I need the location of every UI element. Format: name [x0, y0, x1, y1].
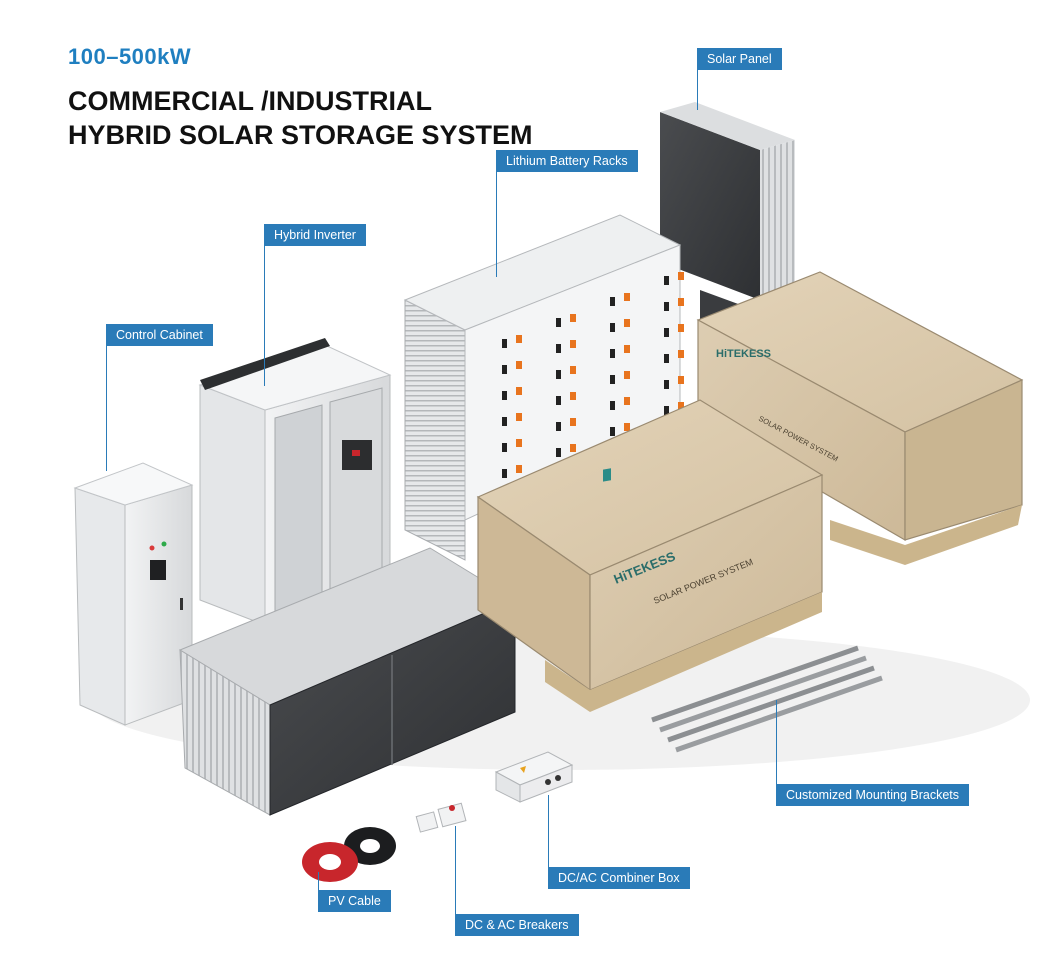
- battery-terminal: [624, 397, 630, 405]
- battery-terminal: [624, 293, 630, 301]
- battery-terminal: [624, 345, 630, 353]
- callout-hybrid-inverter: Hybrid Inverter: [264, 224, 366, 246]
- battery-terminal: [624, 319, 630, 327]
- leader-mounting-brackets: [776, 700, 777, 784]
- battery-terminal: [570, 340, 576, 348]
- battery-terminal: [678, 324, 684, 332]
- mounting-brackets: [651, 645, 883, 753]
- battery-terminal: [570, 444, 576, 452]
- callout-control-cabinet: Control Cabinet: [106, 324, 213, 346]
- battery-connector: [556, 344, 561, 353]
- breakers: [415, 802, 467, 833]
- pv-cables: [302, 827, 396, 882]
- callout-pv-cable: PV Cable: [318, 890, 391, 912]
- battery-connector: [556, 422, 561, 431]
- battery-terminal: [516, 335, 522, 343]
- battery-connector: [556, 396, 561, 405]
- leader-combiner-box: [548, 795, 549, 867]
- battery-connector: [664, 276, 669, 285]
- battery-terminal: [570, 418, 576, 426]
- battery-terminal: [516, 387, 522, 395]
- battery-terminal: [570, 314, 576, 322]
- hybrid-inverter: [198, 338, 392, 626]
- battery-terminal: [570, 392, 576, 400]
- battery-terminal: [678, 402, 684, 410]
- leader-pv-cable: [318, 872, 319, 890]
- battery-connector: [610, 297, 615, 306]
- battery-connector: [664, 380, 669, 389]
- battery-connector: [556, 370, 561, 379]
- battery-connector: [502, 443, 507, 452]
- battery-connector: [664, 406, 669, 415]
- battery-terminal: [516, 439, 522, 447]
- front-crate: HiTEKESS SOLAR POWER SYSTEM: [476, 399, 824, 712]
- callout-solar-panel: Solar Panel: [697, 48, 782, 70]
- battery-terminal: [516, 361, 522, 369]
- battery-connector: [610, 349, 615, 358]
- battery-terminal: [678, 350, 684, 358]
- solar-module-block: [178, 547, 517, 816]
- leader-hybrid-inverter: [264, 246, 265, 386]
- battery-terminal: [678, 298, 684, 306]
- battery-connector: [664, 354, 669, 363]
- battery-terminal: [678, 272, 684, 280]
- power-range-subtitle: 100–500kW: [68, 44, 192, 69]
- battery-connector: [502, 469, 507, 478]
- battery-connector: [610, 427, 615, 436]
- battery-connector: [664, 328, 669, 337]
- battery-terminal: [624, 423, 630, 431]
- title-line-2: HYBRID SOLAR STORAGE SYSTEM: [68, 120, 533, 150]
- battery-connector: [502, 365, 507, 374]
- callout-battery-racks: Lithium Battery Racks: [496, 150, 638, 172]
- battery-connector: [610, 401, 615, 410]
- leader-battery-racks: [496, 172, 497, 277]
- battery-connector: [502, 417, 507, 426]
- battery-terminal: [516, 465, 522, 473]
- combiner-box: [494, 751, 574, 803]
- battery-connector: [610, 323, 615, 332]
- control-cabinet: [73, 462, 194, 726]
- battery-terminal: [678, 376, 684, 384]
- battery-connector: [610, 375, 615, 384]
- battery-terminal: [624, 371, 630, 379]
- leader-solar-panel: [697, 70, 698, 110]
- leader-control-cabinet: [106, 346, 107, 471]
- battery-connector: [556, 448, 561, 457]
- battery-connector: [664, 302, 669, 311]
- battery-racks: [403, 214, 684, 561]
- rear-crate: HiTEKESS SOLAR POWER SYSTEM: [696, 271, 1024, 565]
- battery-connector: [556, 318, 561, 327]
- leader-breakers: [455, 826, 456, 914]
- callout-combiner-box: DC/AC Combiner Box: [548, 867, 690, 889]
- battery-terminal: [516, 413, 522, 421]
- battery-connector: [502, 391, 507, 400]
- battery-terminal: [570, 366, 576, 374]
- callout-mounting-brackets: Customized Mounting Brackets: [776, 784, 969, 806]
- rear-crate-brand: HiTEKESS: [716, 348, 771, 360]
- page-title: COMMERCIAL /INDUSTRIAL HYBRID SOLAR STOR…: [68, 84, 533, 152]
- callout-breakers: DC & AC Breakers: [455, 914, 579, 936]
- title-line-1: COMMERCIAL /INDUSTRIAL: [68, 86, 432, 116]
- battery-connector: [502, 339, 507, 348]
